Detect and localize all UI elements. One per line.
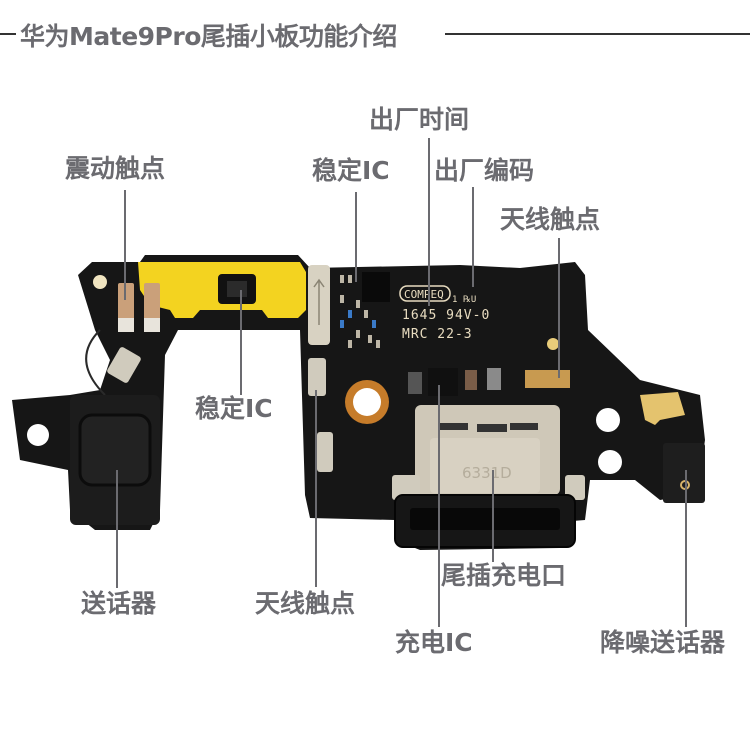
leader-stabilizer-ic-top [355, 192, 357, 282]
antenna-pad-top [547, 338, 559, 350]
label-factory-time: 出厂时间 [369, 105, 470, 134]
label-stabilizer-ic-mid: 稳定IC [195, 394, 273, 423]
label-antenna-contact-top: 天线触点 [500, 205, 601, 234]
label-factory-code: 出厂编码 [434, 156, 535, 185]
leader-charging-port [492, 470, 494, 562]
antenna-contact-1 [308, 358, 326, 396]
label-noise-cancel-mic: 降噪送话器 [600, 628, 726, 657]
label-stabilizer-ic-top: 稳定IC [312, 156, 390, 185]
silkscreen-line3: MRC 22-3 [402, 327, 473, 342]
leader-vibration-contact [124, 190, 126, 300]
title-rule-right [445, 33, 750, 35]
leader-noise-cancel-mic [685, 470, 687, 627]
leader-factory-time [428, 138, 430, 306]
leader-stabilizer-ic-mid [240, 290, 242, 395]
vibration-contact-1 [118, 283, 134, 325]
leader-microphone [116, 470, 118, 588]
label-charging-ic: 充电IC [395, 628, 473, 657]
label-charging-port: 尾插充电口 [441, 561, 567, 590]
vibration-contact-2 [144, 283, 160, 325]
label-vibration-contact: 震动触点 [65, 154, 166, 183]
leader-charging-ic [438, 385, 440, 627]
label-microphone: 送话器 [81, 589, 157, 618]
page-title: 华为Mate9Pro尾插小板功能介绍 [20, 22, 397, 51]
leader-factory-code [472, 187, 474, 287]
label-antenna-contact-bottom: 天线触点 [255, 589, 356, 618]
title-rule-left [0, 33, 16, 35]
leader-antenna-contact-bottom [315, 390, 317, 587]
silkscreen-line2: 1645 94V-0 [402, 308, 490, 323]
connector-code: 6331D [462, 464, 512, 482]
noise-cancel-mic [663, 443, 705, 503]
antenna-contact-2 [317, 432, 333, 472]
silkscreen-brand: COMPEQ [404, 288, 444, 301]
charging-ic-chip [428, 368, 458, 396]
leader-antenna-contact-top [558, 238, 560, 378]
microphone [78, 413, 152, 487]
silkscreen-ul: 1 ℞U [452, 295, 476, 305]
smd-cluster [340, 275, 380, 348]
